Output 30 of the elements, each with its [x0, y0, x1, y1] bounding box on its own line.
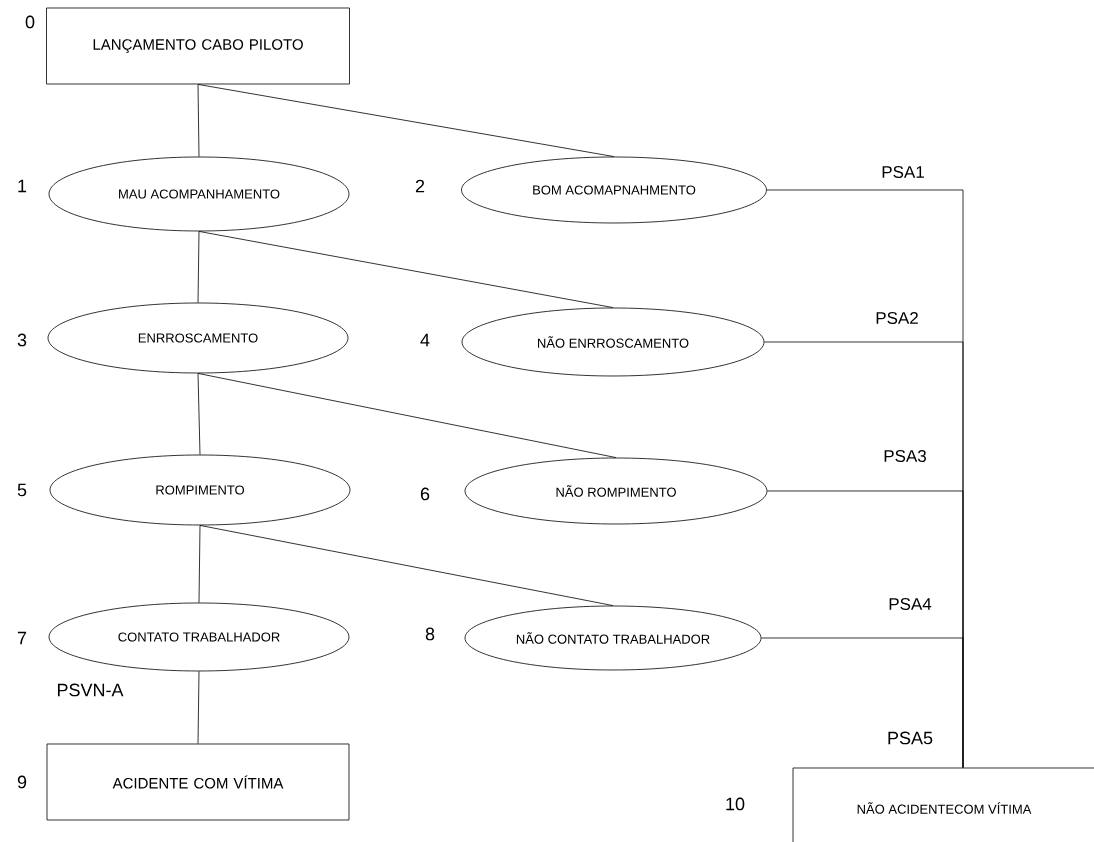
connector-line — [198, 525, 201, 603]
process-box: ACIDENTE COM VÍTIMA — [46, 743, 350, 821]
edge-label: PSA4 — [887, 597, 933, 611]
connector-line — [197, 373, 201, 455]
node-number: 7 — [17, 631, 27, 645]
edge-label: PSA2 — [874, 311, 920, 325]
node-number: 10 — [726, 797, 745, 811]
node-number: 5 — [17, 483, 27, 497]
path-label: PSA5 — [888, 731, 933, 745]
node-number: 3 — [17, 333, 27, 347]
connector-line — [197, 84, 615, 157]
node-number: 1 — [18, 179, 27, 193]
node-number: 6 — [420, 487, 430, 501]
connector-line — [761, 637, 964, 768]
node-number: 0 — [25, 15, 35, 29]
node-number: 9 — [17, 775, 27, 789]
connector-line — [197, 671, 200, 744]
connector-line — [197, 84, 200, 157]
process-box: LANÇAMENTO CABO PILOTO — [46, 7, 350, 85]
node-number: 2 — [415, 179, 425, 193]
edge-label: PSA1 — [880, 165, 926, 179]
connector-line — [198, 231, 614, 308]
process-box: NÃO ACIDENTECOM VÍTIMA — [792, 767, 1094, 842]
path-label: PSVN-A — [57, 683, 124, 697]
edge-label: PSA3 — [882, 449, 928, 463]
node-number: 4 — [420, 333, 430, 347]
connector-line — [199, 525, 614, 606]
node-number: 8 — [425, 627, 435, 641]
connector-line — [197, 373, 617, 458]
connector-line — [197, 231, 200, 303]
